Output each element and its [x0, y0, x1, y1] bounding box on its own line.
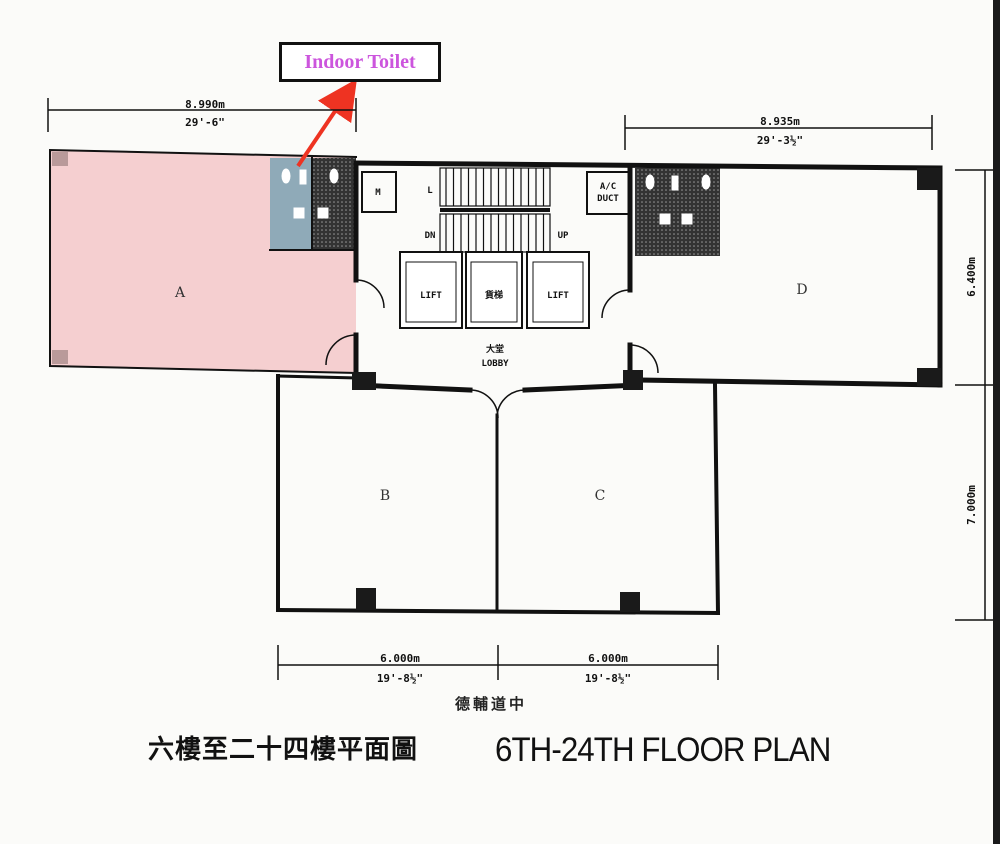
- dim-top-right-metric: 8.935m: [760, 115, 800, 128]
- toilet-fixture: [293, 207, 305, 219]
- meter-room: [361, 171, 397, 213]
- indoor-toilet-callout: Indoor Toilet: [279, 42, 441, 82]
- door-swing: [629, 344, 659, 374]
- lift-left-label: LIFT: [420, 291, 442, 301]
- scan-border: [993, 0, 1000, 844]
- unit-label-b: B: [380, 488, 390, 504]
- dim-top-left-imperial: 29'-6": [185, 116, 225, 129]
- staircase: [439, 167, 551, 253]
- wall-core-top: [353, 160, 943, 171]
- door-swing: [469, 389, 499, 419]
- dim-right-lower: 7.000m: [965, 485, 978, 525]
- wall-unit-b-top: [276, 374, 358, 380]
- stair-up-label: UP: [558, 231, 569, 241]
- callout-arrow: [296, 78, 357, 168]
- lobby-cn-label: 大堂: [486, 343, 504, 355]
- toilet-fixture: [681, 213, 693, 225]
- column: [352, 372, 376, 390]
- title-chinese: 六樓至二十四樓平面圖: [148, 735, 419, 765]
- street-label: 德輔道中: [455, 695, 528, 713]
- dim-right-upper: 6.400m: [965, 257, 978, 297]
- wall-unit-d-bottom: [637, 377, 943, 388]
- door-swing: [496, 389, 526, 419]
- toilet-fixture: [671, 175, 679, 191]
- unit-label-d: D: [796, 282, 807, 298]
- toilet-fixture: [299, 169, 307, 185]
- stair-dn-label: DN: [425, 231, 436, 241]
- stair-l-label: L: [427, 186, 433, 196]
- unit-label-c: C: [595, 488, 606, 504]
- column: [917, 368, 941, 386]
- door-swing: [601, 289, 631, 319]
- column: [52, 350, 68, 364]
- dim-bottom-right-imperial: 19'-8½": [585, 672, 631, 685]
- door-swing: [355, 279, 385, 309]
- toilet-fixture: [281, 168, 291, 184]
- dim-bottom-left-imperial: 19'-8½": [377, 672, 423, 685]
- unit-label-a: A: [174, 285, 186, 301]
- toilet-fixture: [659, 213, 671, 225]
- title-english: 6TH-24TH FLOOR PLAN: [495, 731, 831, 769]
- meter-label: M: [375, 188, 381, 198]
- callout-label: Indoor Toilet: [304, 50, 416, 73]
- ac-duct-label-1: A/C: [600, 182, 616, 192]
- wall-lobby-bottom-r: [522, 382, 643, 393]
- column: [917, 168, 941, 190]
- column: [52, 152, 68, 166]
- column: [623, 370, 643, 390]
- dim-bottom-right-metric: 6.000m: [588, 652, 628, 665]
- toilet-fixture: [317, 207, 329, 219]
- column: [620, 592, 640, 612]
- lift-middle-label: 貨梯: [485, 289, 503, 301]
- toilet-fixture: [701, 174, 711, 190]
- ac-duct-room: [586, 171, 630, 215]
- toilet-fixture: [645, 174, 655, 190]
- dim-top-right-imperial: 29'-3½": [757, 134, 803, 147]
- wall-unit-a: [49, 148, 358, 375]
- lift-right-label: LIFT: [547, 291, 569, 301]
- dim-bottom-left-metric: 6.000m: [380, 652, 420, 665]
- dim-top-left-metric: 8.990m: [185, 98, 225, 111]
- plan-title: 六樓至二十四樓平面圖 6TH-24TH FLOOR PLAN: [0, 725, 1000, 775]
- ac-duct-label-2: DUCT: [597, 194, 619, 204]
- door-swing: [325, 334, 357, 366]
- toilet-fixture: [329, 168, 339, 184]
- wall-units-bc-right: [712, 382, 721, 616]
- lobby-en-label: LOBBY: [481, 359, 509, 369]
- column: [356, 588, 376, 610]
